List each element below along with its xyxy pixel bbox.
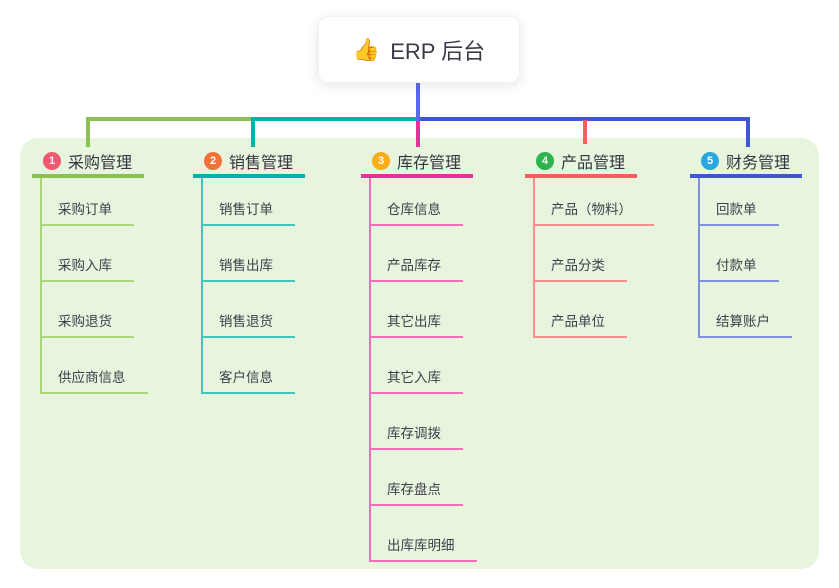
child-node[interactable]: 采购入库 [42,226,174,282]
child-node[interactable]: 仓库信息 [371,178,503,226]
child-label[interactable]: 采购退货 [42,310,134,338]
branch-number-badge: 5 [701,152,719,170]
child-node[interactable]: 其它出库 [371,282,503,338]
branch-title-product[interactable]: 4 产品管理 [525,148,637,178]
child-label[interactable]: 销售订单 [203,198,295,226]
child-node[interactable]: 结算账户 [700,282,832,338]
child-node[interactable]: 其它入库 [371,338,503,394]
branch-label: 财务管理 [726,155,791,172]
branch-inventory: 3 库存管理 仓库信息 产品库存 其它出库 其它入库 库存调拨 库存盘点 出库库… [361,148,511,562]
branch-children: 回款单 付款单 结算账户 [698,178,832,338]
root-node-label: ERP 后台 [390,38,486,64]
child-label[interactable]: 库存盘点 [371,478,463,506]
child-label[interactable]: 结算账户 [700,310,792,338]
branch-label: 销售管理 [229,155,294,172]
child-label[interactable]: 产品库存 [371,254,463,282]
branch-children: 采购订单 采购入库 采购退货 供应商信息 [40,178,174,394]
branch-label: 产品管理 [561,155,626,172]
child-label[interactable]: 采购入库 [42,254,134,282]
branch-children: 销售订单 销售出库 销售退货 客户信息 [201,178,335,394]
child-label[interactable]: 其它出库 [371,310,463,338]
thumbs-up-icon: 👍 [352,36,381,62]
child-label[interactable]: 付款单 [700,254,779,282]
child-label[interactable]: 客户信息 [203,366,295,394]
root-node-erp[interactable]: 👍 ERP 后台 [318,16,520,83]
branch-number-badge: 4 [536,152,554,170]
child-node[interactable]: 库存盘点 [371,450,503,506]
branch-label: 采购管理 [68,155,133,172]
child-node[interactable]: 供应商信息 [42,338,174,394]
child-label[interactable]: 仓库信息 [371,198,463,226]
child-label[interactable]: 供应商信息 [42,366,148,394]
child-node[interactable]: 产品单位 [535,282,667,338]
branch-children: 仓库信息 产品库存 其它出库 其它入库 库存调拨 库存盘点 出库库明细 [369,178,503,562]
branch-label: 库存管理 [397,155,462,172]
child-label[interactable]: 采购订单 [42,198,134,226]
branch-title-inventory[interactable]: 3 库存管理 [361,148,473,178]
branch-title-finance[interactable]: 5 财务管理 [690,148,802,178]
child-node[interactable]: 库存调拨 [371,394,503,450]
branch-children: 产品（物料） 产品分类 产品单位 [533,178,667,338]
child-node[interactable]: 产品（物料） [535,178,667,226]
child-label[interactable]: 产品分类 [535,254,627,282]
child-label[interactable]: 销售退货 [203,310,295,338]
branch-title-procurement[interactable]: 1 采购管理 [32,148,144,178]
child-node[interactable]: 销售出库 [203,226,335,282]
child-node[interactable]: 产品库存 [371,226,503,282]
branch-sales: 2 销售管理 销售订单 销售出库 销售退货 客户信息 [193,148,343,394]
child-label[interactable]: 回款单 [700,198,779,226]
child-node[interactable]: 采购退货 [42,282,174,338]
branch-number-badge: 2 [204,152,222,170]
child-label[interactable]: 产品单位 [535,310,627,338]
child-label[interactable]: 产品（物料） [535,198,654,226]
branch-number-badge: 3 [372,152,390,170]
child-node[interactable]: 销售退货 [203,282,335,338]
child-node[interactable]: 采购订单 [42,178,174,226]
child-label[interactable]: 其它入库 [371,366,463,394]
branch-finance: 5 财务管理 回款单 付款单 结算账户 [690,148,839,338]
child-label[interactable]: 销售出库 [203,254,295,282]
branch-product: 4 产品管理 产品（物料） 产品分类 产品单位 [525,148,675,338]
child-label[interactable]: 出库库明细 [371,534,477,562]
child-node[interactable]: 付款单 [700,226,832,282]
child-label[interactable]: 库存调拨 [371,422,463,450]
child-node[interactable]: 客户信息 [203,338,335,394]
child-node[interactable]: 销售订单 [203,178,335,226]
branch-procurement: 1 采购管理 采购订单 采购入库 采购退货 供应商信息 [32,148,182,394]
child-node[interactable]: 出库库明细 [371,506,503,562]
branch-title-sales[interactable]: 2 销售管理 [193,148,305,178]
branch-number-badge: 1 [43,152,61,170]
child-node[interactable]: 回款单 [700,178,832,226]
child-node[interactable]: 产品分类 [535,226,667,282]
mindmap-panel [20,138,819,569]
